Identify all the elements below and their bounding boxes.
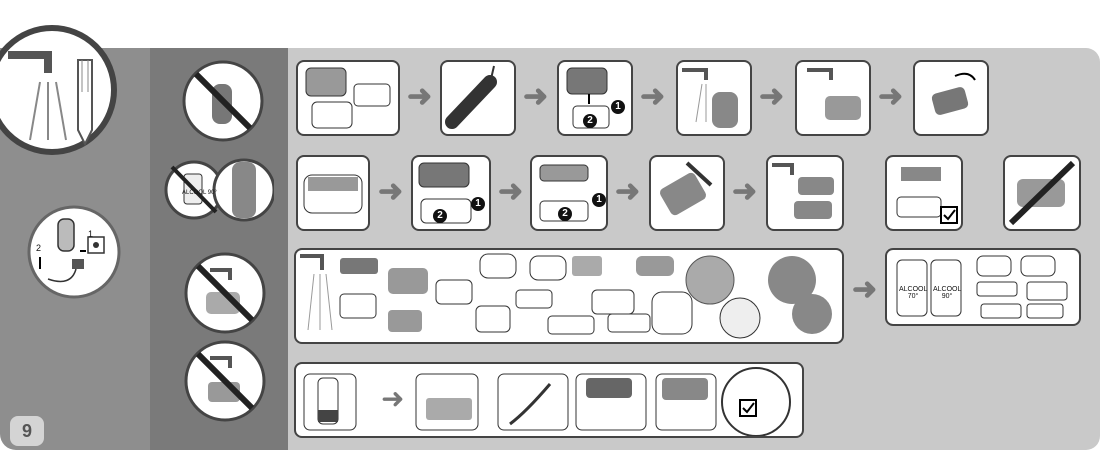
step-rinse-card bbox=[676, 60, 752, 136]
alcohol-small-label: ALCOOL 90° bbox=[182, 190, 217, 196]
alcohol-90-label: ALCOOL 90° bbox=[933, 286, 962, 300]
lubricate-card: ➜ bbox=[294, 362, 804, 438]
no-rinse-head-icon bbox=[184, 252, 266, 334]
badge-2: 2 bbox=[558, 207, 572, 221]
arrow-right-icon: ➜ bbox=[759, 80, 785, 113]
arrow-right-icon: ➜ bbox=[732, 175, 758, 208]
step-wrong-assemble-card bbox=[1003, 155, 1081, 231]
svg-text:➜: ➜ bbox=[381, 383, 404, 414]
alcohol-70-label: ALCOOL 70° bbox=[899, 286, 928, 300]
badge-1: 1 bbox=[611, 100, 625, 114]
step-remove-head-card: 1 2 bbox=[557, 60, 633, 136]
step-rinse-parts-card bbox=[766, 155, 844, 231]
page-number: 9 bbox=[10, 416, 44, 446]
arrow-right-icon: ➜ bbox=[407, 80, 433, 113]
arrow-right-icon: ➜ bbox=[878, 80, 904, 113]
step-detach-frame-card: 1 2 bbox=[530, 155, 608, 231]
accessories-card bbox=[294, 248, 844, 344]
badge-1: 1 bbox=[592, 193, 606, 207]
step-detach-card: 1 2 bbox=[411, 155, 491, 231]
badge-1: 1 bbox=[471, 197, 485, 211]
badge-2: 2 bbox=[433, 209, 447, 223]
no-rinse-base-icon bbox=[184, 340, 266, 422]
alcohol-shaver-icon: ALCOOL 90° bbox=[164, 152, 274, 227]
unplug-step-2-label: 2 bbox=[36, 243, 42, 253]
step-rinse-head-card bbox=[795, 60, 871, 136]
badge-2: 2 bbox=[583, 114, 597, 128]
step-brush-card bbox=[440, 60, 516, 136]
arrow-right-icon: ➜ bbox=[852, 273, 878, 306]
step-reassemble-card bbox=[885, 155, 963, 231]
step-brush-head-card bbox=[649, 155, 725, 231]
arrow-right-icon: ➜ bbox=[378, 175, 404, 208]
no-open-shaver-icon bbox=[182, 60, 264, 142]
arrow-right-icon: ➜ bbox=[523, 80, 549, 113]
unplug-diagram: 1 2 bbox=[24, 205, 124, 300]
alcohol-clean-card: ALCOOL 70° ALCOOL 90° bbox=[885, 248, 1081, 326]
step-shake-card bbox=[913, 60, 989, 136]
unplug-step-1-label: 1 bbox=[88, 229, 94, 239]
arrow-right-icon: ➜ bbox=[498, 175, 524, 208]
step-head-card bbox=[296, 155, 370, 231]
step-heads-card bbox=[296, 60, 400, 136]
arrow-right-icon: ➜ bbox=[615, 175, 641, 208]
arrow-right-icon: ➜ bbox=[640, 80, 666, 113]
cleaning-header-icon bbox=[0, 0, 125, 185]
